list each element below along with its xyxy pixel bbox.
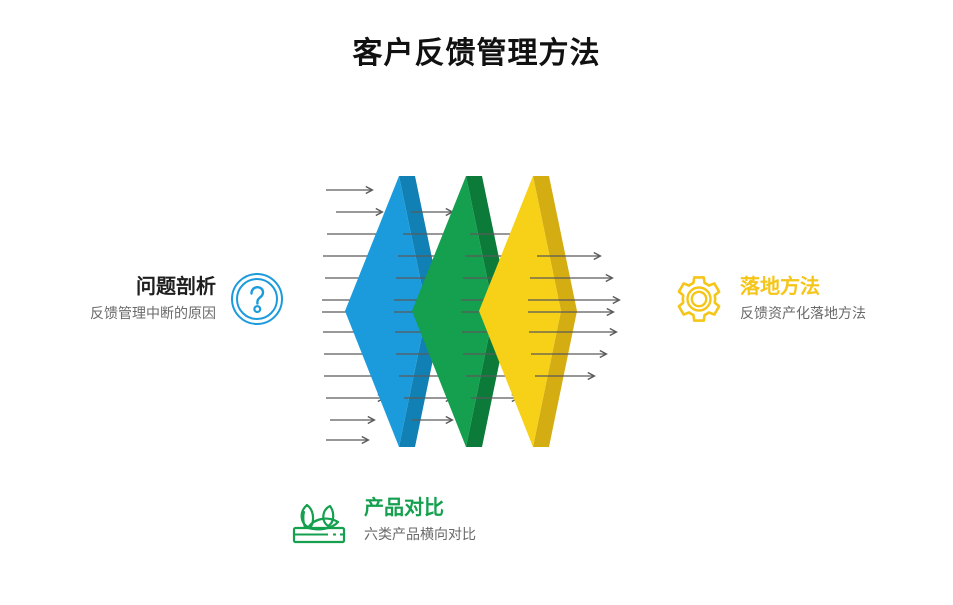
callout-right-title: 落地方法 [740, 276, 820, 298]
callout-right-texts: 落地方法 反馈资产化落地方法 [740, 274, 866, 324]
blue-to-green-arrows [394, 212, 493, 420]
callout-problem-analysis[interactable]: 问题剖析 反馈管理中断的原因 [36, 272, 284, 326]
question-circle-icon [230, 272, 284, 326]
gear-icon [672, 272, 726, 326]
callout-bottom-subtitle: 六类产品横向对比 [364, 526, 476, 542]
callout-implementation-method[interactable]: 落地方法 反馈资产化落地方法 [672, 272, 932, 326]
blue-filter-shape [345, 176, 443, 447]
input-arrows-group [322, 190, 425, 440]
callout-left-title: 问题剖析 [136, 276, 216, 298]
callout-product-comparison[interactable]: 产品对比 六类产品横向对比 [288, 492, 588, 548]
callout-left-texts: 问题剖析 反馈管理中断的原因 [90, 274, 216, 324]
callout-left-subtitle: 反馈管理中断的原因 [90, 305, 216, 321]
callout-bottom-title: 产品对比 [364, 497, 444, 519]
green-to-yellow-arrows [461, 234, 560, 398]
plant-box-icon [288, 492, 350, 548]
output-arrows-group [528, 256, 619, 376]
callout-bottom-texts: 产品对比 六类产品横向对比 [364, 495, 476, 545]
yellow-filter-shape [479, 176, 577, 447]
callout-right-subtitle: 反馈资产化落地方法 [740, 305, 866, 321]
green-filter-shape [412, 176, 510, 447]
page-title: 客户反馈管理方法 [352, 37, 601, 70]
